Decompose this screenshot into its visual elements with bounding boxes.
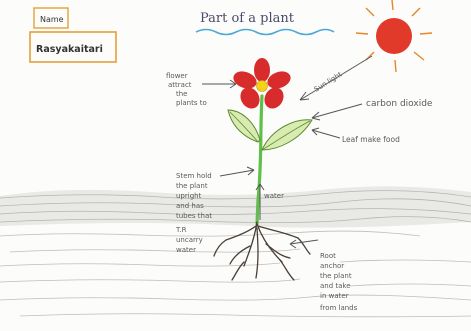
flower-label-line: flower: [166, 72, 188, 80]
flower-center: [257, 81, 268, 92]
root-strand: [280, 260, 294, 280]
flower-annotation: flower attract the plants to: [166, 72, 236, 107]
name-value: Rasyakaitari: [36, 44, 103, 55]
root-label-line: the plant: [320, 272, 352, 280]
leaves: [228, 110, 312, 150]
soil: [0, 186, 471, 316]
stem-label-line: upright: [176, 192, 202, 200]
sunlight-arrow: Sun light: [300, 56, 372, 100]
root-annotation: Root anchor the plant and take in water …: [290, 240, 358, 312]
root-strand: [244, 222, 257, 266]
root-strand: [298, 238, 310, 254]
carbon-dioxide-label: carbon dioxide: [366, 99, 433, 109]
title-group: Part of a plant: [196, 11, 334, 35]
title-underline-wave: [196, 30, 334, 35]
name-tag: Name Rasyakaitari: [30, 8, 116, 62]
sunlight-label: Sun light: [313, 70, 344, 93]
sun: [356, 0, 432, 72]
stem-arrow-line: [220, 170, 254, 176]
root-strand: [232, 262, 244, 280]
leaf-annotation: Leaf make food: [312, 128, 400, 144]
carbon-dioxide-arrow: carbon dioxide: [312, 99, 433, 120]
stem-label-line: and has: [176, 202, 204, 210]
leaf-label: Leaf make food: [342, 135, 400, 144]
stem-label: Stem hold the plant upright and has tube…: [175, 172, 214, 254]
root-strand: [226, 226, 256, 240]
water-label: water: [264, 192, 284, 200]
sunlight-arrow-head: [300, 92, 309, 100]
root-label-line: in water: [320, 292, 349, 300]
stem-label-line: the plant: [176, 182, 208, 190]
stem-label-line: tubes that: [176, 212, 212, 220]
root-label-line: from lands: [320, 304, 358, 312]
petal: [254, 58, 270, 82]
stem-label-line: Stem hold: [176, 172, 212, 180]
stem-label-line: water: [176, 246, 196, 254]
roots: [214, 222, 310, 280]
name-label: Name: [40, 15, 64, 24]
flower-label-line: plants to: [176, 99, 207, 107]
root-label-line: and take: [320, 282, 351, 290]
root-strand: [230, 246, 250, 264]
root-strand: [258, 226, 298, 238]
stem-label-line: uncarry: [176, 236, 203, 244]
flower-label-line: the: [176, 90, 188, 98]
root-label-line: anchor: [320, 262, 344, 270]
root-label-line: Root: [320, 252, 336, 260]
flower-label-line: attract: [168, 81, 192, 89]
sun-disc: [376, 18, 412, 54]
root-strand: [256, 228, 258, 278]
flower-label: flower attract the plants to: [166, 72, 207, 107]
page-title: Part of a plant: [200, 11, 295, 26]
co2-arrow-line: [312, 104, 362, 118]
root-strand: [214, 240, 226, 256]
stem-label-line: T.R: [175, 226, 187, 234]
